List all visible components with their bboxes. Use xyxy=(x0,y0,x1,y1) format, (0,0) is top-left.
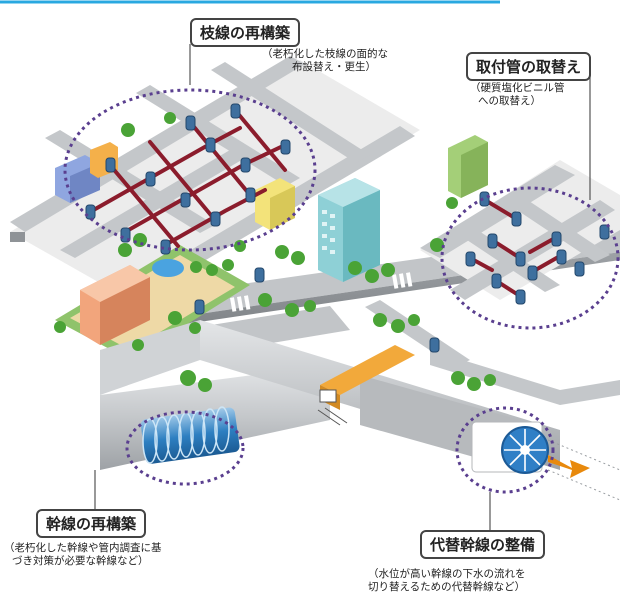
trunk-rebuild-title: 幹線の再構築 xyxy=(36,509,147,538)
branch-manholes xyxy=(85,103,440,353)
service-pipe-note-line1: （硬質塩化ビニル管 xyxy=(470,82,565,94)
trunk-pipe-lining xyxy=(140,406,240,464)
building-tall xyxy=(318,178,380,282)
service-pipe-note: （硬質塩化ビニル管 への取替え） xyxy=(470,82,565,108)
trunk-rebuild-note-line1: （老朽化した幹線や管内調査に基 xyxy=(4,542,162,554)
alt-trunk-highlight-circle xyxy=(455,406,555,494)
trees xyxy=(54,112,496,392)
building-small-blue xyxy=(55,155,100,203)
shaft-structure xyxy=(317,345,415,426)
branch-rebuild-note-line1: （老朽化した枝線の面的な xyxy=(262,48,388,60)
branch-rebuild-title: 枝線の再構築 xyxy=(190,18,301,47)
service-pipe-note-line2: への取替え） xyxy=(478,95,541,107)
highlight-circles xyxy=(63,88,620,494)
shield-machine xyxy=(471,421,549,474)
building-green xyxy=(448,135,488,198)
branch-highlight-circle xyxy=(63,88,317,252)
building-school xyxy=(80,265,150,345)
service-pipe-title: 取付管の取替え xyxy=(466,52,592,81)
alt-trunk-note: （水位が高い幹線の下水の流れを 切り替えるための代替幹線など） xyxy=(368,568,526,594)
trunk-rebuild-note: （老朽化した幹線や管内調査に基 づき対策が必要な幹線など） xyxy=(4,542,162,568)
alt-trunk-title: 代替幹線の整備 xyxy=(420,530,546,559)
flow-arrow xyxy=(548,455,590,478)
dotted-guide-lines xyxy=(547,439,621,501)
branch-rebuild-note-line2: 布設替え・更生） xyxy=(292,61,376,73)
alt-trunk-note-line2: 切り替えるための代替幹線など） xyxy=(368,581,526,593)
service-highlight-circle xyxy=(440,186,620,330)
branch-rebuild-note: （老朽化した枝線の面的な 布設替え・更生） xyxy=(262,48,388,74)
branch-sewer-pipes xyxy=(88,108,287,248)
alt-trunk-note-line1: （水位が高い幹線の下水の流れを xyxy=(368,568,526,580)
trunk-rebuild-note-line2: づき対策が必要な幹線など） xyxy=(12,555,149,567)
trunk-highlight-circle xyxy=(125,410,245,486)
service-manholes xyxy=(465,191,610,305)
